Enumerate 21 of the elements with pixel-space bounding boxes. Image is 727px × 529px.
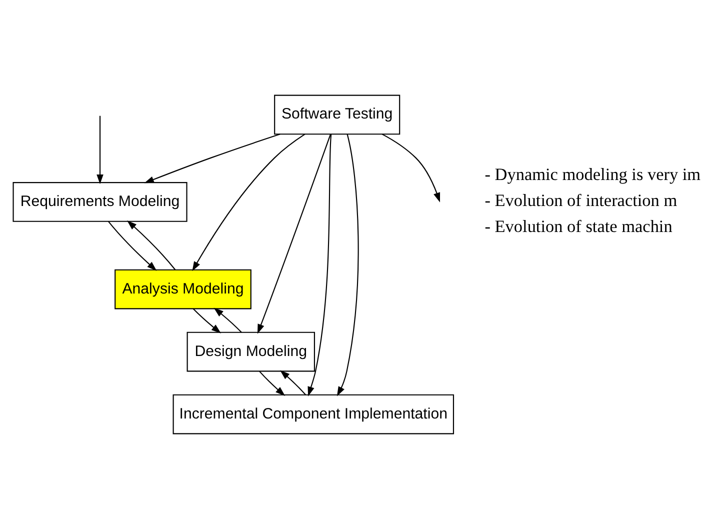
arrow	[214, 308, 242, 333]
arrow	[192, 134, 306, 272]
arrow	[144, 134, 280, 184]
node-box: Requirements Modeling	[12, 182, 188, 222]
label: - Evolution of state machin	[484, 216, 672, 236]
node-box: Software Testing	[274, 94, 400, 135]
label: - Evolution of interaction m	[484, 191, 678, 210]
arrow	[257, 134, 332, 334]
arrow	[382, 134, 440, 202]
arrow	[108, 221, 157, 271]
arrow	[259, 370, 286, 396]
arrow	[308, 134, 332, 396]
arrow	[192, 308, 222, 334]
node-box: Incremental Component Implementation	[172, 394, 454, 434]
node-box: Design Modeling	[186, 332, 315, 372]
label: - Dynamic modeling is very im	[484, 165, 701, 184]
arrow	[336, 134, 359, 396]
arrow	[96, 116, 104, 184]
arrow	[280, 370, 306, 396]
node-box: Analysis Modeling	[114, 269, 252, 310]
arrow	[127, 220, 176, 270]
